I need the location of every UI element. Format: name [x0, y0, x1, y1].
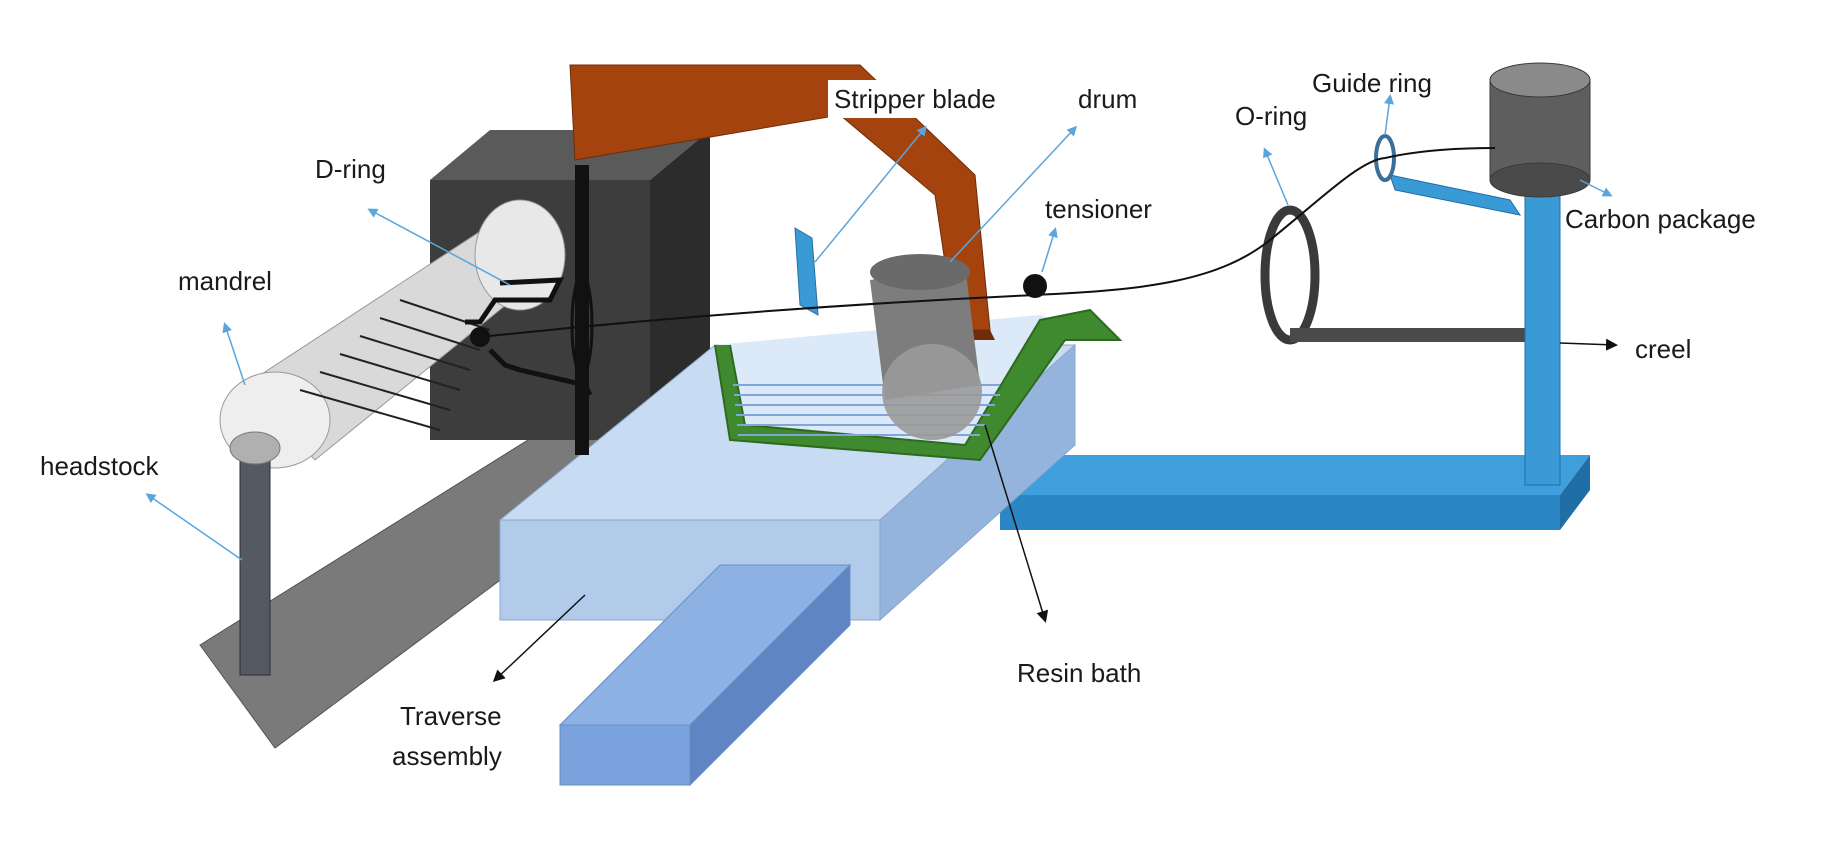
o-ring-arm [1290, 328, 1540, 342]
stripper-blade-label-bg [828, 80, 1050, 118]
label-headstock: headstock [40, 451, 160, 481]
pointer-o-ring [1263, 147, 1289, 206]
pointer-d-ring [367, 208, 511, 286]
pointer-headstock [145, 493, 243, 561]
label-traverse-line2: assembly [392, 741, 502, 771]
drum [870, 254, 982, 440]
label-traverse-line1: Traverse [400, 701, 502, 731]
guide-pole [575, 165, 589, 455]
traverse-arm [558, 563, 852, 787]
carbon-package [1489, 62, 1591, 198]
creel-base [1000, 455, 1590, 530]
pointer-tensioner [1041, 227, 1058, 273]
pointer-traverse-assembly [492, 594, 586, 683]
label-o-ring: O-ring [1235, 101, 1307, 131]
label-stripper-blade: Stripper blade [834, 84, 996, 114]
pointer-carbon-package [1579, 179, 1613, 197]
pointer-drum [949, 125, 1078, 263]
pointer-stripper-blade [814, 125, 927, 263]
label-carbon-package: Carbon package [1565, 204, 1756, 234]
o-ring [1260, 205, 1320, 345]
label-mandrel: mandrel [178, 266, 272, 296]
label-creel: creel [1635, 334, 1691, 364]
headstock-post [229, 431, 281, 676]
creel-column [1389, 174, 1561, 486]
tensioner [1023, 274, 1047, 298]
pointer-resin-bath [984, 424, 1049, 623]
label-tensioner: tensioner [1045, 194, 1152, 224]
stripper-blade [794, 227, 819, 316]
label-drum: drum [1078, 84, 1137, 114]
label-d-ring: D-ring [315, 154, 386, 184]
pointer-creel [1559, 338, 1618, 351]
guide-ring [1374, 134, 1396, 182]
label-resin-bath: Resin bath [1017, 658, 1141, 688]
label-guide-ring: Guide ring [1312, 68, 1432, 98]
pointer-guide-ring [1384, 94, 1395, 136]
pointer-mandrel [222, 322, 246, 386]
fiber-tow [479, 147, 1496, 338]
